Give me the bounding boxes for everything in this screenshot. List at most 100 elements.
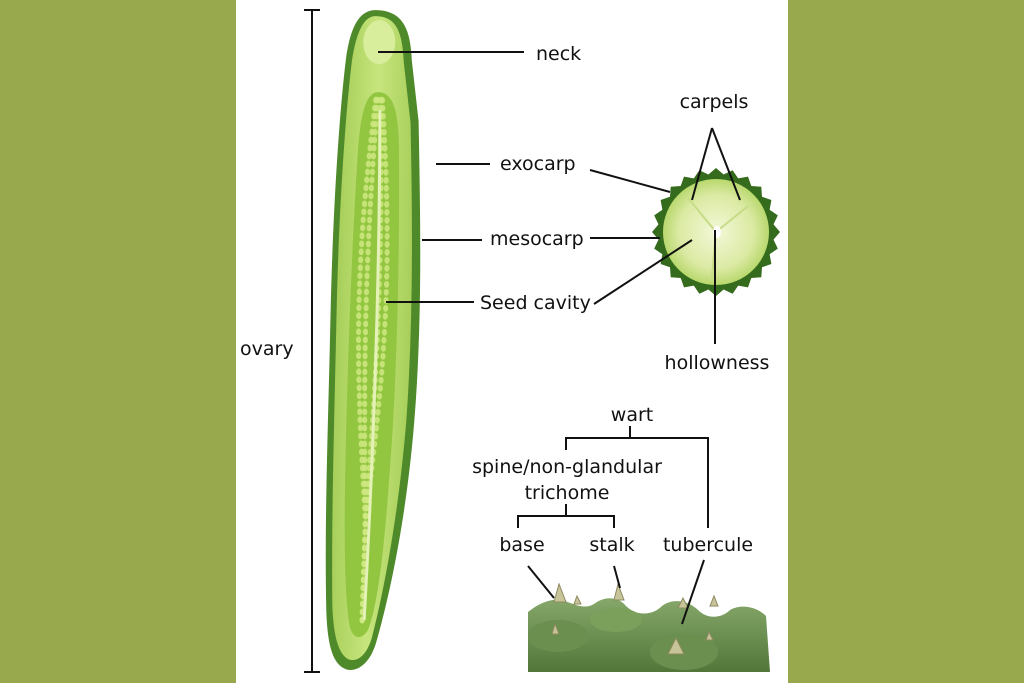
seed xyxy=(359,240,365,248)
seed xyxy=(356,400,363,408)
tubercule-bump xyxy=(650,634,718,670)
seed xyxy=(370,160,376,168)
seed xyxy=(363,296,369,304)
seed xyxy=(366,152,372,160)
seed xyxy=(356,304,362,312)
wart-bracket xyxy=(565,437,709,528)
seed xyxy=(363,320,369,328)
seed xyxy=(380,344,387,352)
spine xyxy=(677,596,689,609)
label-trichome: trichome xyxy=(524,482,610,504)
seed xyxy=(356,376,362,384)
seed xyxy=(362,536,368,544)
seed xyxy=(362,416,368,424)
seed xyxy=(369,176,375,184)
seed xyxy=(365,248,371,256)
seed xyxy=(384,216,390,224)
seed xyxy=(368,184,374,192)
seed xyxy=(374,416,380,424)
seed xyxy=(362,424,368,432)
seed xyxy=(356,368,362,376)
seed xyxy=(380,104,386,112)
seed xyxy=(358,448,365,456)
seed xyxy=(370,152,377,160)
seed xyxy=(378,376,384,384)
seed xyxy=(370,120,376,128)
seed xyxy=(362,384,368,392)
seed xyxy=(357,264,363,272)
base-leader xyxy=(527,565,555,599)
spine xyxy=(613,582,625,601)
seed xyxy=(356,384,362,392)
central-seam xyxy=(362,110,382,621)
leader-lines xyxy=(378,51,741,625)
label-exocarp: exocarp xyxy=(500,153,576,175)
cucumber-longitudinal-section xyxy=(325,10,421,670)
seed xyxy=(381,120,387,128)
label-ovary: ovary xyxy=(240,338,294,360)
seed xyxy=(357,408,363,416)
seed xyxy=(362,432,368,440)
seed xyxy=(361,568,367,576)
seed xyxy=(362,344,368,352)
seed xyxy=(357,424,364,432)
seed xyxy=(382,144,388,152)
seed xyxy=(355,344,362,352)
seed xyxy=(369,168,376,176)
seed xyxy=(383,176,389,184)
spine xyxy=(709,594,719,607)
spine xyxy=(573,594,582,605)
label-tubercule: tubercule xyxy=(662,534,754,556)
seed xyxy=(365,256,371,264)
seed xyxy=(384,208,390,216)
seed xyxy=(362,368,368,376)
seed xyxy=(375,408,381,416)
seed xyxy=(361,560,367,568)
seed xyxy=(369,128,375,136)
seed xyxy=(356,280,363,288)
seed xyxy=(361,488,367,496)
seed xyxy=(384,248,390,256)
seed xyxy=(356,288,362,296)
seed xyxy=(382,320,388,328)
seed xyxy=(364,272,370,280)
seed xyxy=(384,240,390,248)
seed xyxy=(376,400,382,408)
seed xyxy=(365,160,371,168)
seed xyxy=(384,272,390,280)
label-spine: spine/non-glandular xyxy=(472,456,662,478)
label-carpels: carpels xyxy=(679,91,749,113)
tubercule-leader xyxy=(681,559,705,625)
seed xyxy=(371,112,377,120)
seed xyxy=(356,320,362,328)
seed xyxy=(379,368,385,376)
seed xyxy=(384,200,390,208)
seed xyxy=(384,232,390,240)
ovary-bracket xyxy=(304,9,320,673)
seed xyxy=(355,360,362,368)
seed xyxy=(384,256,390,264)
seed xyxy=(383,280,390,288)
exocarp-to-slice-leader xyxy=(589,169,671,193)
seed xyxy=(371,136,378,144)
seed xyxy=(365,240,372,248)
seed xyxy=(368,136,374,144)
seed xyxy=(357,416,363,424)
cucumber-diagram xyxy=(304,9,780,673)
seed xyxy=(360,224,366,232)
seed xyxy=(377,384,383,392)
seed xyxy=(363,184,369,192)
seed xyxy=(383,184,389,192)
seed xyxy=(381,328,388,336)
seed xyxy=(363,288,370,296)
seed xyxy=(358,440,364,448)
seed xyxy=(381,136,388,144)
spine xyxy=(705,630,714,641)
seed xyxy=(356,312,362,320)
seed xyxy=(364,168,371,176)
seed xyxy=(360,472,366,480)
seed xyxy=(362,360,368,368)
seed xyxy=(362,520,368,528)
stalk-leader xyxy=(613,565,621,589)
seed xyxy=(360,216,366,224)
